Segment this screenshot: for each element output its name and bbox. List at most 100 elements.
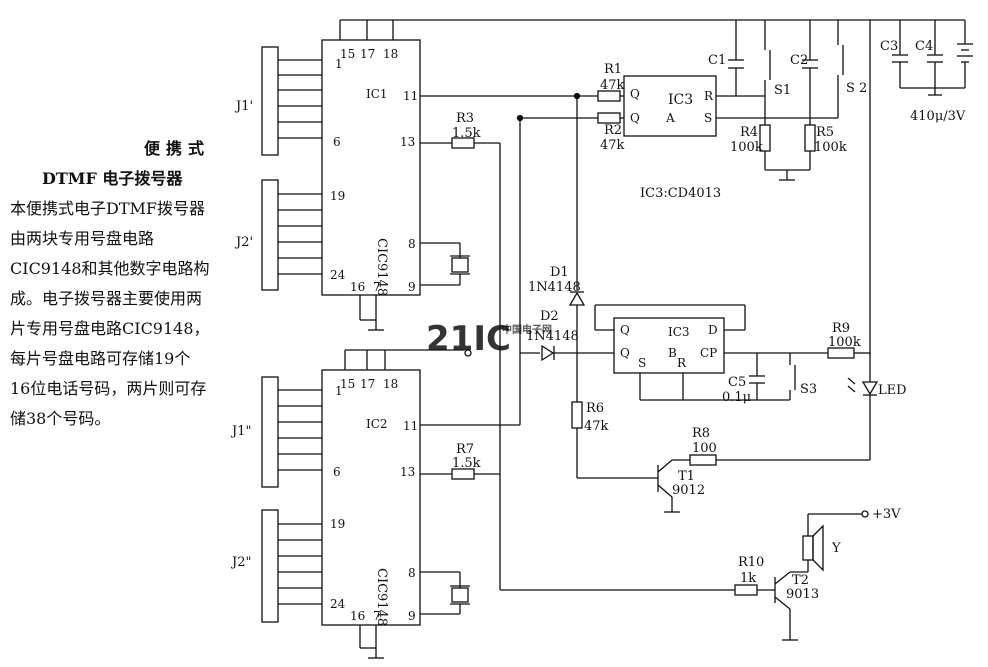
t1-part: 9012	[672, 483, 705, 498]
ic1-pin-24: 24	[330, 268, 346, 282]
t2-ref: T2	[792, 573, 809, 588]
ic3b-pin-s: S	[638, 356, 646, 370]
ic1-part: CIC9148	[374, 238, 389, 296]
ic1-pin-16: 16	[350, 280, 365, 294]
ic2-pin-15: 15	[340, 377, 355, 391]
r2-ref: R2	[604, 123, 622, 138]
r2-value: 47k	[600, 138, 625, 153]
ic1-pin-9: 9	[408, 280, 416, 294]
watermark-sub: 中国电子网	[502, 323, 552, 336]
c2-ref: C2	[790, 53, 808, 68]
ic2-ref: IC2	[366, 417, 388, 431]
connector-j1-prime	[261, 46, 279, 156]
d1-ref: D1	[550, 265, 569, 280]
r1-value: 47k	[600, 78, 625, 93]
d2-ref: D2	[540, 309, 559, 324]
c3-ref: C3	[880, 39, 898, 54]
speaker-label: Y	[831, 541, 841, 556]
ic2-pin-1: 1	[335, 384, 343, 398]
ic1-pin-19: 19	[330, 189, 345, 203]
supply-label: +3V	[872, 507, 901, 522]
ic2-pin-19: 19	[330, 517, 345, 531]
r8-ref: R8	[692, 426, 710, 441]
ic2-pin-18: 18	[383, 377, 398, 391]
ic1-body	[321, 39, 421, 296]
ic3b-body	[613, 317, 725, 374]
ic3a-pin-q1: Q	[630, 87, 640, 101]
switch-s2-label: S 2	[846, 81, 867, 96]
ic2-pin-24: 24	[330, 597, 346, 611]
ic1-pin-11: 11	[403, 89, 418, 103]
article-title-line2: DTMF 电子拨号器	[42, 169, 183, 188]
led-label: LED	[878, 383, 907, 398]
r10-value: 1k	[740, 571, 756, 586]
ic3b-pin-r: R	[677, 356, 687, 370]
ic1-pin-13: 13	[400, 135, 415, 149]
switch-s3-label: S3	[800, 382, 817, 397]
c1-ref: C1	[708, 53, 726, 68]
ic3a-unit: A	[665, 111, 675, 125]
r3-ref: R3	[456, 111, 474, 126]
ic1-pin-6: 6	[333, 135, 341, 149]
r1-ref: R1	[604, 62, 622, 77]
ic3b-pin-d: D	[708, 323, 718, 337]
t1-ref: T1	[678, 469, 695, 484]
d1-part: 1N4148	[528, 280, 581, 295]
r6-ref: R6	[586, 401, 604, 416]
r5-value: 100k	[814, 140, 847, 155]
r4-value: 100k	[730, 140, 763, 155]
ic2-pin-16: 16	[350, 609, 365, 623]
r7-ref: R7	[456, 442, 474, 457]
r5-ref: R5	[816, 125, 834, 140]
r8-value: 100	[692, 441, 717, 456]
ic1-pin-1: 1	[335, 57, 343, 71]
ic3b-pin-q2: Q	[620, 346, 630, 360]
r7-value: 1.5k	[452, 456, 481, 471]
ic3a-pin-s: S	[704, 111, 712, 125]
connector-j2-dprime-label: J2"	[230, 555, 251, 570]
ic2-pin-11: 11	[403, 419, 418, 433]
ic2-pin-7: 7	[373, 609, 381, 623]
connector-j2-prime-label: J2'	[234, 235, 253, 250]
c5-ref: C5	[728, 375, 746, 390]
cap-rating: 410μ/3V	[910, 109, 966, 124]
ic3a-pin-r: R	[704, 89, 714, 103]
ic3a-pin-q2: Q	[630, 111, 640, 125]
watermark-logo: 21IC 中国电子网	[426, 319, 552, 359]
connector-j2-dprime	[261, 509, 279, 623]
ic1-pin-18: 18	[383, 47, 398, 61]
d2-part: 1N4148	[526, 329, 579, 344]
t2-part: 9013	[786, 587, 819, 602]
ic2-pin-13: 13	[400, 465, 415, 479]
ic1-pin-8: 8	[408, 237, 416, 251]
switch-s1-label: S1	[774, 83, 791, 98]
ic3b-pin-cp: CP	[700, 346, 717, 360]
c5-value: 0.1μ	[722, 390, 751, 405]
ic3b-ref: IC3	[668, 325, 690, 339]
r3-value: 1.5k	[452, 126, 481, 141]
ic3b-unit: B	[668, 346, 677, 360]
watermark-main: 21IC	[426, 319, 511, 359]
r4-ref: R4	[740, 125, 758, 140]
ic3b-pin-q1: Q	[620, 323, 630, 337]
ic1-ref: IC1	[366, 87, 388, 101]
ic1-pin-7: 7	[373, 280, 381, 294]
article-title-line1: 便携式	[143, 139, 210, 158]
ic3-note: IC3:CD4013	[640, 186, 721, 201]
ic1-pin-15: 15	[340, 47, 355, 61]
ic2-part: CIC9148	[374, 568, 389, 626]
r9-ref: R9	[832, 321, 850, 336]
ic2-body	[321, 369, 421, 626]
r10-ref: R10	[738, 555, 764, 570]
article-body: 本便携式电子DTMF拨号器由两块专用号盘电路CIC9148和其他数字电路构成。电…	[10, 199, 210, 428]
ic3a-body	[623, 75, 717, 137]
connector-j2-prime	[261, 179, 279, 291]
article-text: 便携式 DTMF 电子拨号器 本便携式电子DTMF拨号器由两块专用号盘电路CIC…	[10, 134, 210, 434]
ic2-pin-6: 6	[333, 465, 341, 479]
connector-j1-dprime	[261, 376, 279, 488]
r9-value: 100k	[828, 335, 861, 350]
ic2-pin-17: 17	[360, 377, 375, 391]
c4-ref: C4	[915, 39, 933, 54]
r6-value: 47k	[584, 419, 609, 434]
